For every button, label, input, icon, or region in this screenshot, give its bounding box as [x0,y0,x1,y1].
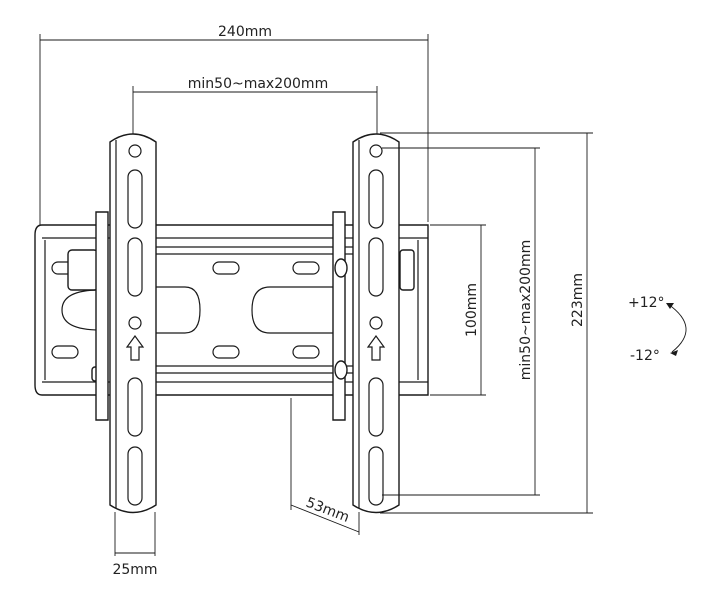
tilt-arc-icon [667,303,687,353]
up-arrow-icon [366,334,386,361]
bolt-right [399,249,415,291]
strip-width-label: 25mm [112,562,157,578]
overall-width-dimension: 240mm [39,24,429,225]
overall-width-label: 240mm [218,24,272,40]
depth-label: 53mm [304,495,352,526]
left-vertical-strip [109,133,157,514]
tilt-up-label: +12° [628,295,665,311]
vertical-vesa-dimension: min50~max200mm [382,147,540,496]
bolt-left [67,249,99,291]
tilt-indicator: +12° -12° [628,295,687,364]
up-arrow-icon [125,334,145,361]
right-vertical-strip [352,133,400,514]
vertical-vesa-label: min50~max200mm [518,240,534,380]
depth-dimension: 53mm [290,398,360,535]
horizontal-vesa-label: min50~max200mm [188,76,328,92]
vertical-spacing-label: 100mm [464,283,480,337]
vertical-spacing-dimension: 100mm [430,224,486,396]
overall-height-label: 223mm [570,273,586,327]
overall-height-dimension: 223mm [380,132,593,514]
horizontal-vesa-dimension: min50~max200mm [132,76,378,135]
strip-width-dimension: 25mm [112,512,158,578]
tilt-down-label: -12° [630,348,660,364]
